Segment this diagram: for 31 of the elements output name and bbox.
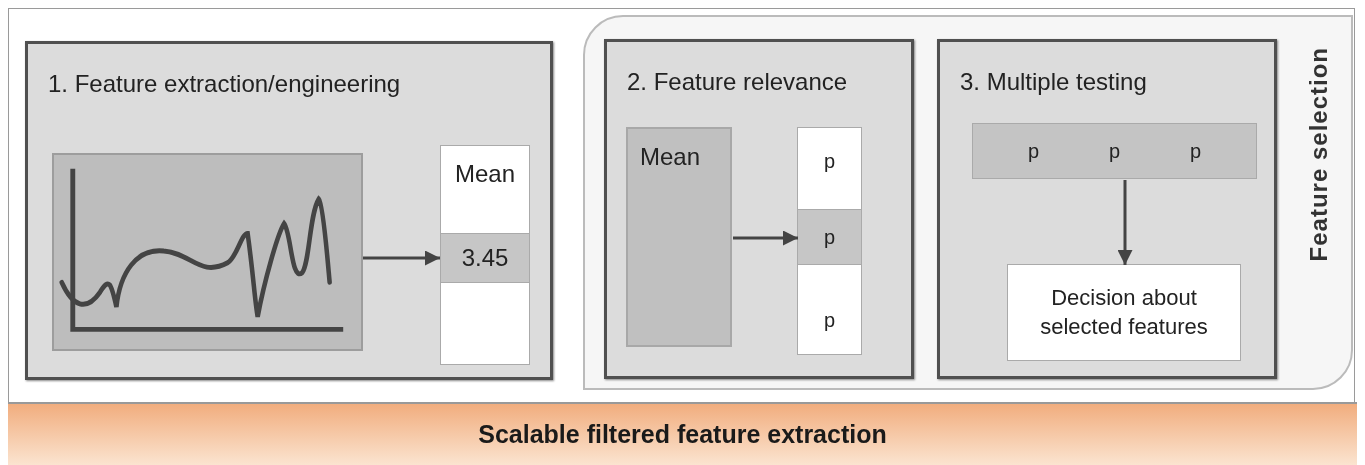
feature-selection-group bbox=[583, 15, 1353, 390]
panel-title: 2. Feature relevance bbox=[627, 68, 848, 96]
p-value: p bbox=[822, 150, 837, 173]
step-panel bbox=[937, 39, 1277, 379]
group-label: Feature selection bbox=[1305, 47, 1333, 262]
band-title: Scalable filtered feature extraction bbox=[478, 420, 887, 449]
arrow bbox=[1117, 180, 1133, 265]
column-label: Mean bbox=[453, 160, 516, 188]
panel-title: 3. Multiple testing bbox=[960, 68, 1147, 96]
base-band bbox=[8, 402, 1357, 465]
arrow bbox=[733, 230, 798, 246]
arrow bbox=[363, 250, 440, 266]
step-panel bbox=[604, 39, 914, 379]
feature-label: Mean bbox=[640, 143, 701, 171]
decision-box bbox=[1007, 264, 1241, 361]
p-value: p bbox=[1108, 139, 1121, 163]
value-column bbox=[440, 145, 530, 365]
p-value-bar bbox=[972, 123, 1257, 179]
decision-text: Decision about selected features bbox=[1039, 283, 1209, 341]
cell-value: 3.45 bbox=[460, 244, 510, 272]
highlighted-cell bbox=[440, 233, 530, 283]
p-value: p bbox=[1189, 139, 1202, 163]
step-panel bbox=[25, 41, 553, 380]
cell-value: p bbox=[822, 225, 837, 249]
p-value-column bbox=[797, 127, 862, 355]
highlighted-cell bbox=[797, 209, 862, 265]
chart-picture bbox=[52, 153, 363, 351]
p-value: p bbox=[822, 309, 837, 332]
feature-box bbox=[626, 127, 732, 347]
p-value: p bbox=[1027, 139, 1040, 163]
panel-title: 1. Feature extraction/engineering bbox=[48, 70, 401, 98]
